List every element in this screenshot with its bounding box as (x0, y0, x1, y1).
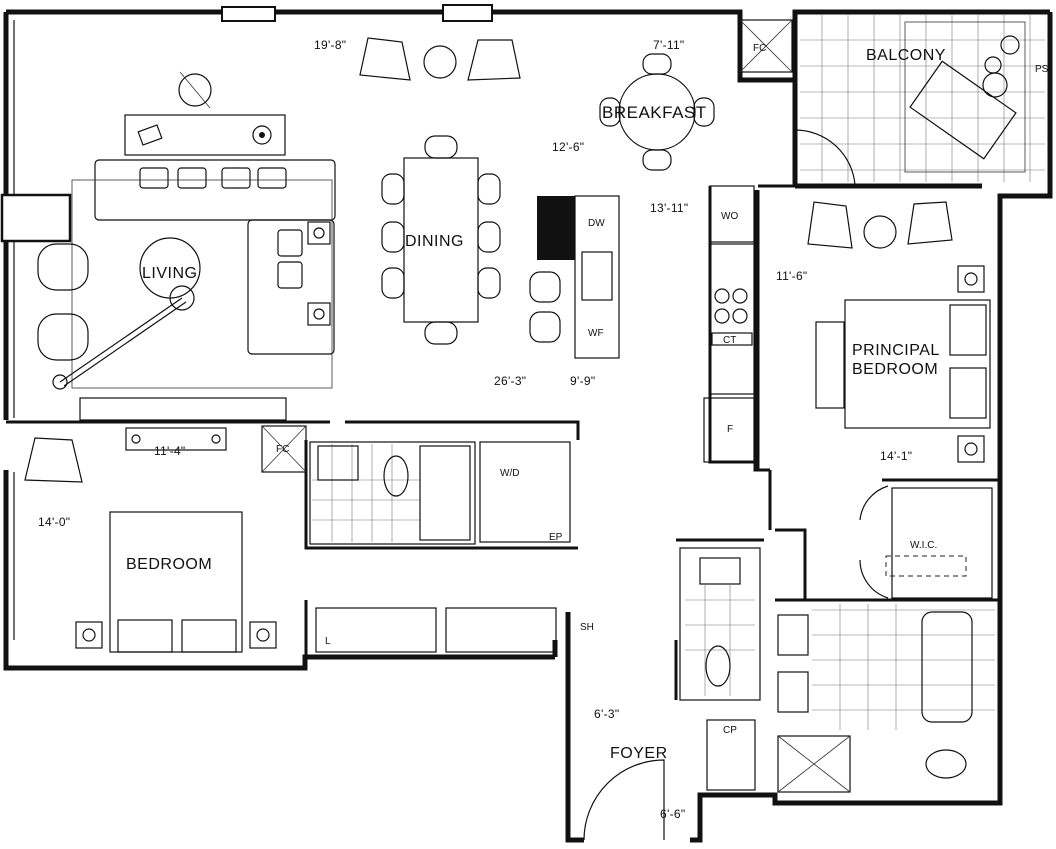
living-furniture (37, 71, 336, 390)
fc-bedroom-label: FC (276, 444, 289, 455)
dim-great-room-length: 26'-3" (494, 374, 526, 388)
breakfast-label: BREAKFAST (602, 103, 707, 122)
dim-living-width: 19'-8" (314, 38, 346, 52)
foyer-label: FOYER (610, 745, 668, 762)
wo-label: WO (721, 211, 738, 222)
living-label: LIVING (142, 265, 197, 282)
wic-label: W.I.C. (910, 540, 937, 551)
exterior-walls (0, 4, 1053, 843)
ct-label: CT (723, 335, 736, 346)
dim-bedroom-depth: 14'-0" (38, 515, 70, 529)
dim-kitchen-width: 9'-9" (570, 374, 595, 388)
sh-label: SH (580, 622, 594, 633)
ep-label: EP (549, 532, 563, 543)
dim-foyer-depth: 6'-6" (660, 807, 685, 821)
kitchen-island (529, 195, 620, 359)
dim-principal-width: 14'-1" (880, 449, 912, 463)
principal-bedroom-label-line2: BEDROOM (852, 361, 938, 378)
cp-label: CP (723, 725, 737, 736)
ps-label: PS (1035, 64, 1049, 75)
doors (583, 129, 889, 841)
wd-label: W/D (500, 468, 519, 479)
dim-breakfast-width: 7'-11" (653, 38, 684, 52)
dim-kitchen-depth: 11'-6" (776, 269, 807, 283)
l-label: L (325, 636, 331, 647)
dim-foyer-width: 6'-3" (594, 707, 619, 721)
balcony-furniture (739, 19, 1026, 173)
bedroom-label: BEDROOM (126, 556, 212, 573)
balcony-label: BALCONY (866, 47, 946, 64)
interior-walls (6, 184, 1000, 791)
dim-dining-depth: 12'-6" (552, 140, 584, 154)
f-label: F (727, 424, 733, 435)
kitchen-counter (703, 185, 755, 463)
dim-bedroom-width: 11'-4" (154, 444, 185, 458)
dw-label: DW (588, 218, 605, 229)
bath-tiles (312, 444, 995, 730)
dining-label: DINING (405, 233, 464, 250)
balcony-tiles (800, 15, 1045, 182)
bedroom-furniture (24, 425, 557, 653)
dim-breakfast-depth: 13'-11" (650, 201, 688, 215)
fc-top-label: FC (753, 43, 766, 54)
wf-label: WF (588, 328, 604, 339)
principal-bedroom-furniture (807, 201, 991, 463)
breakfast-table (599, 53, 715, 171)
ensuite-fixtures (699, 555, 973, 793)
principal-bedroom-label-line1: PRINCIPAL (852, 342, 940, 359)
dining-furniture (359, 37, 521, 345)
